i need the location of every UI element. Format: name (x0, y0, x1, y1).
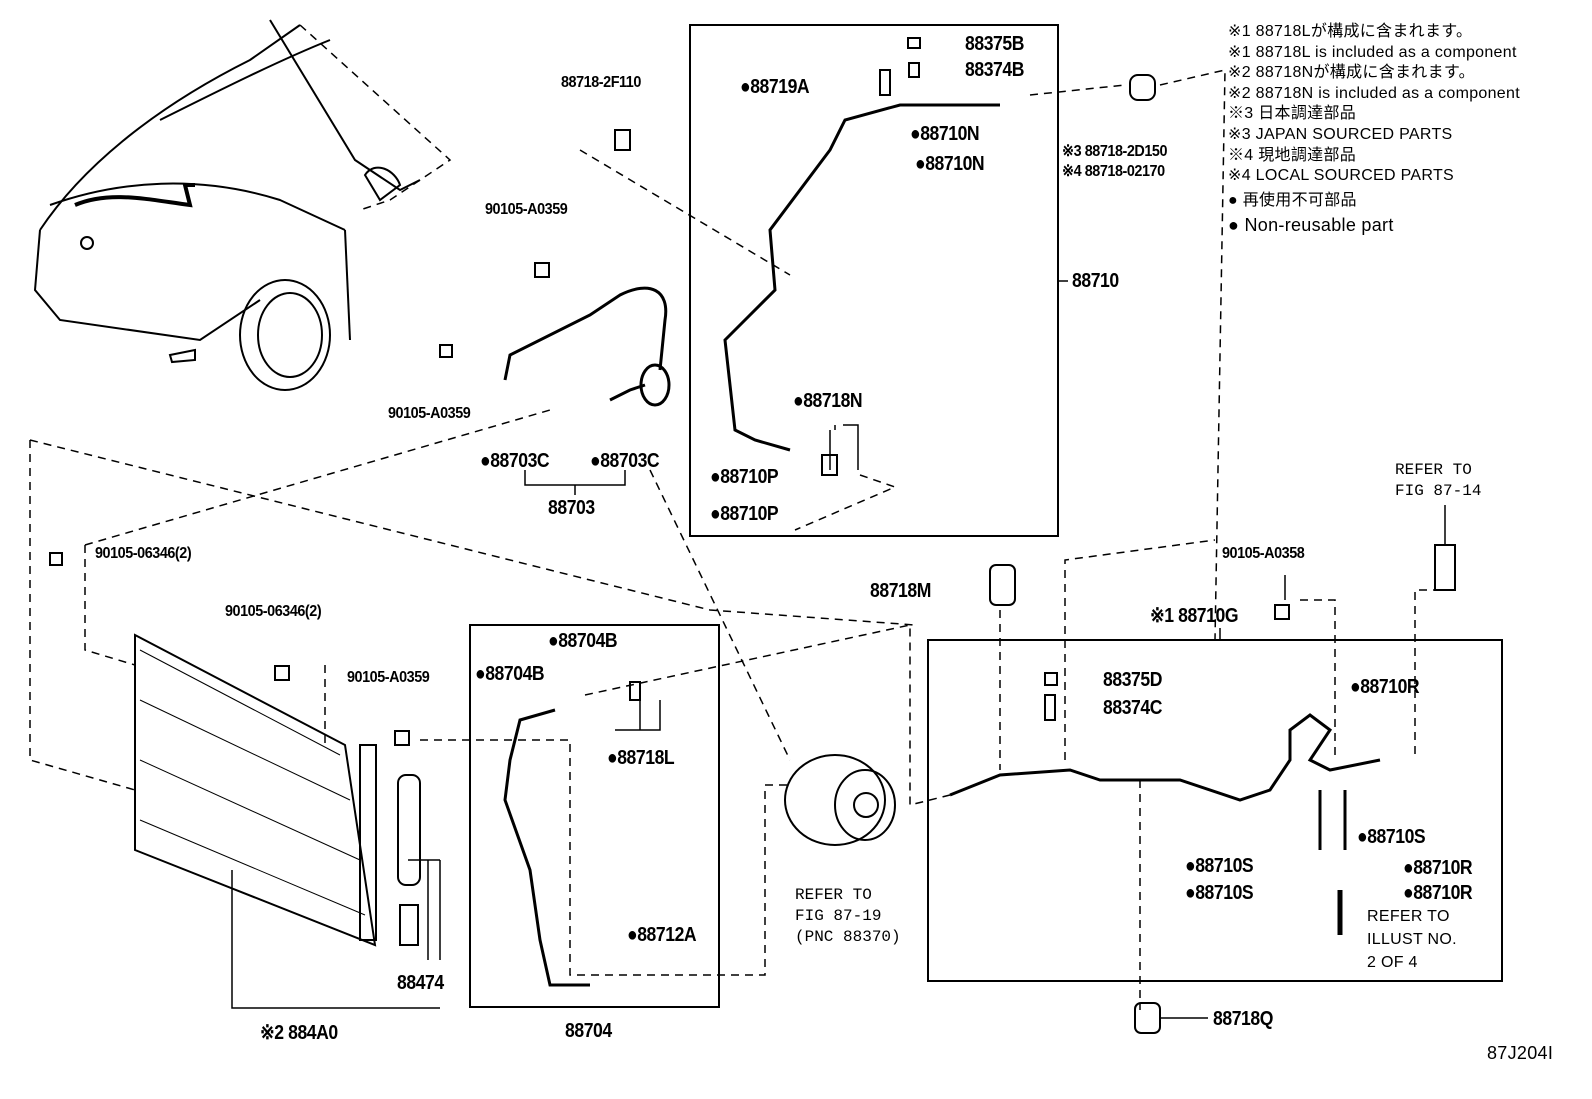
label-88710S-1: ●88710S (1357, 826, 1426, 848)
label-88710S-2: ●88710S (1185, 855, 1254, 877)
label-88710S-3: ●88710S (1185, 882, 1254, 904)
legend-line: ● Non-reusable part (1228, 215, 1394, 236)
legend-line: ※1 88718L is included as a component (1228, 43, 1517, 61)
label-90105-A0359-2: 90105-A0359 (388, 405, 471, 422)
label-88703C-2: ●88703C (590, 450, 660, 472)
label-88704B-1: ●88704B (548, 630, 618, 652)
label-88374B: 88374B (965, 59, 1025, 81)
legend-line: ※4 LOCAL SOURCED PARTS (1228, 167, 1454, 185)
label-88704B-2: ●88704B (475, 663, 545, 685)
label-88710P-1: ●88710P (710, 466, 779, 488)
label-88710N-2: ●88710N (915, 153, 985, 175)
label-88710: 88710 (1072, 270, 1119, 292)
label-884A0: ※2 884A0 (260, 1022, 338, 1044)
label-88703C-1: ●88703C (480, 450, 550, 472)
legend-line: ● 再使用不可部品 (1228, 191, 1357, 209)
hoses (503, 103, 1381, 987)
legend-line: ※3 日本調達部品 (1228, 105, 1357, 123)
label-88710G: ※1 88710G (1150, 605, 1239, 627)
condenser-illustration (134, 633, 421, 947)
label-90105-06346-1: 90105-06346(2) (95, 545, 192, 562)
label-88718-2F110: 88718-2F110 (561, 74, 641, 91)
compressor-illustration (784, 754, 896, 846)
refer-illust-2-of-4: REFER TO ILLUST NO. 2 OF 4 (1367, 908, 1457, 971)
label-88710R-3: ●88710R (1403, 882, 1473, 904)
label-90105-06346-2: 90105-06346(2) (225, 603, 322, 620)
dashed-leaders (29, 24, 1455, 1010)
legend-line: ※2 88718N is included as a component (1228, 84, 1520, 102)
solid-leaders (231, 280, 1446, 1019)
legend-line: ※1 88718Lが構成に含まれます。 (1228, 23, 1473, 40)
label-88718N: ●88718N (793, 390, 863, 412)
label-88710P-2: ●88710P (710, 503, 779, 525)
label-88375B: 88375B (965, 33, 1025, 55)
label-88703: 88703 (548, 497, 595, 519)
label-88474: 88474 (397, 972, 444, 994)
label-88375D: 88375D (1103, 669, 1163, 691)
label-88718Q: 88718Q (1213, 1008, 1273, 1030)
label-90105-A0359-3: 90105-A0359 (347, 669, 430, 686)
label-90105-A0358: 90105-A0358 (1222, 545, 1305, 562)
box-88710-group (689, 24, 1059, 537)
label-88704: 88704 (565, 1020, 612, 1042)
label-88718L: ●88718L (607, 747, 675, 769)
label-88718-02170: ※4 88718-02170 (1062, 163, 1165, 180)
label-88718M: 88718M (870, 580, 931, 602)
label-88374C: 88374C (1103, 697, 1163, 719)
legend-line: ※2 88718Nが構成に含まれます。 (1228, 64, 1475, 82)
figure-id: 87J204I (1487, 1043, 1554, 1063)
vehicle-illustration (33, 19, 421, 391)
legend-line: ※4 現地調達部品 (1228, 146, 1357, 164)
label-88710R-1: ●88710R (1350, 676, 1420, 698)
label-88712A: ●88712A (627, 924, 697, 946)
label-88710N-1: ●88710N (910, 123, 980, 145)
refer-fig-87-19: REFER TO FIG 87-19 (PNC 88370) (795, 886, 901, 946)
label-88719A: ●88719A (740, 76, 810, 98)
label-88718-2D150: ※3 88718-2D150 (1062, 143, 1168, 160)
legend: ※1 88718Lが構成に含まれます。 ※1 88718L is include… (1228, 22, 1520, 236)
label-90105-A0359-1: 90105-A0359 (485, 201, 568, 218)
legend-line: ※3 JAPAN SOURCED PARTS (1228, 125, 1453, 143)
box-88704-group (469, 624, 720, 1008)
label-88710R-2: ●88710R (1403, 857, 1473, 879)
refer-fig-87-14: REFER TO FIG 87-14 (1395, 461, 1482, 500)
